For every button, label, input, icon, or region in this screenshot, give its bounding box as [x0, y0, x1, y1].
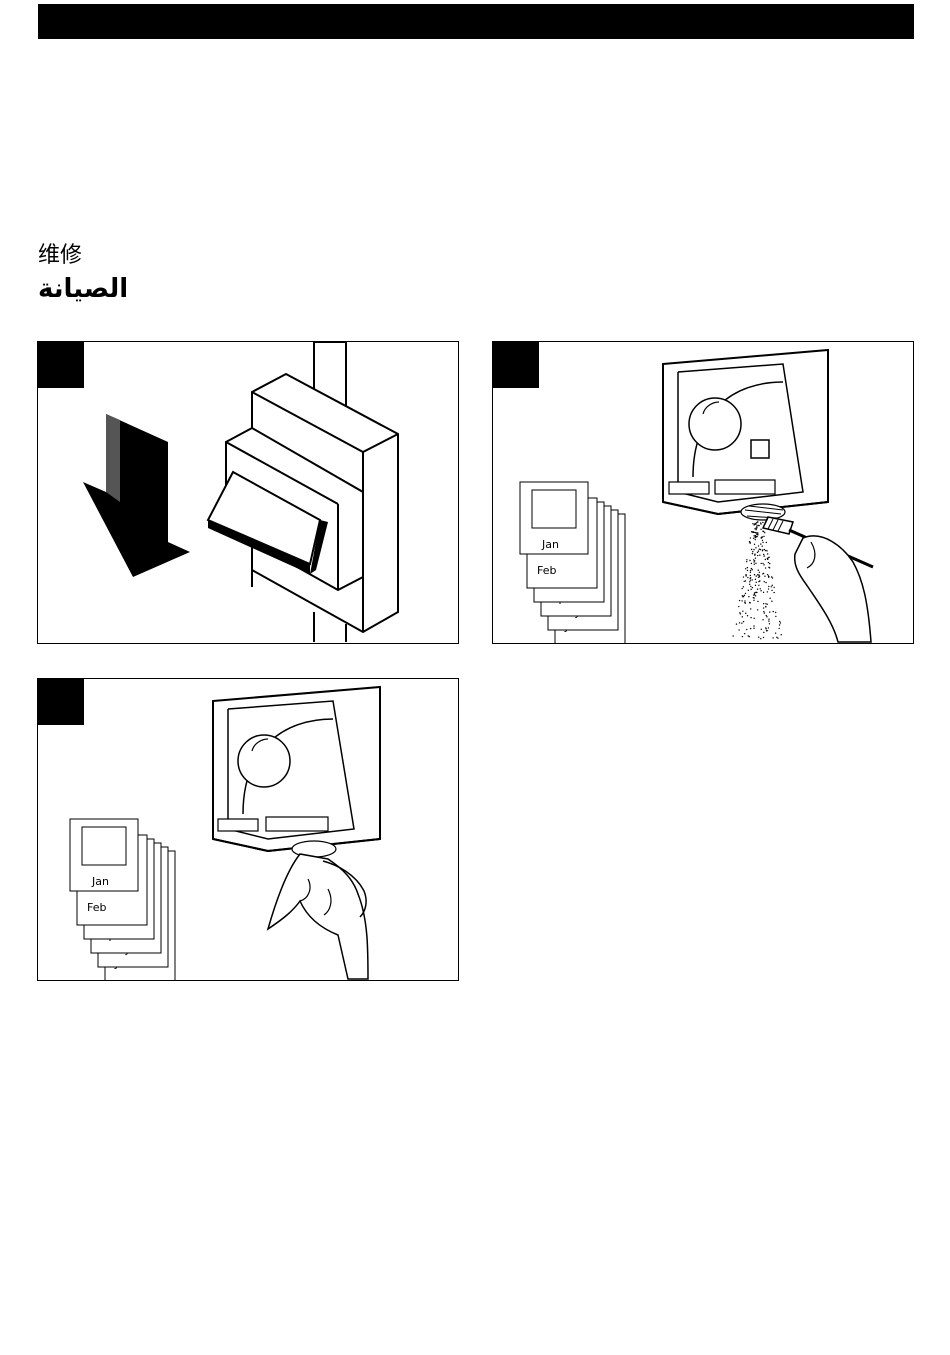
calendar-icon: JunMayAprMarFebJan: [70, 819, 175, 981]
calendar-month-label: Feb: [537, 564, 556, 577]
isolator-switch-illustration: [38, 342, 459, 644]
calendar-picture: [82, 827, 126, 865]
section-heading-chinese: 维修: [38, 242, 82, 270]
cloth-cleaning-illustration: JunMayAprMarFebJan: [38, 679, 459, 981]
calendar-month-label: Jan: [91, 875, 109, 888]
calendar-picture: [532, 490, 576, 528]
calendar-icon: JunMayAprMarFebJan: [520, 482, 625, 644]
illustration-panel-step-1: [37, 341, 459, 644]
header-bar: [38, 4, 914, 39]
calendar-month-label: Jan: [541, 538, 559, 551]
calendar-month-label: Feb: [87, 901, 106, 914]
section-heading-arabic: الصيانة: [38, 272, 128, 306]
down-arrow-icon: [83, 414, 190, 577]
illustration-panel-step-3: JunMayAprMarFebJan: [37, 678, 459, 981]
illustration-panel-step-2: JunMayAprMarFebJan: [492, 341, 914, 644]
brush-cleaning-illustration: JunMayAprMarFebJan: [493, 342, 914, 644]
dust-particles: [732, 521, 781, 639]
